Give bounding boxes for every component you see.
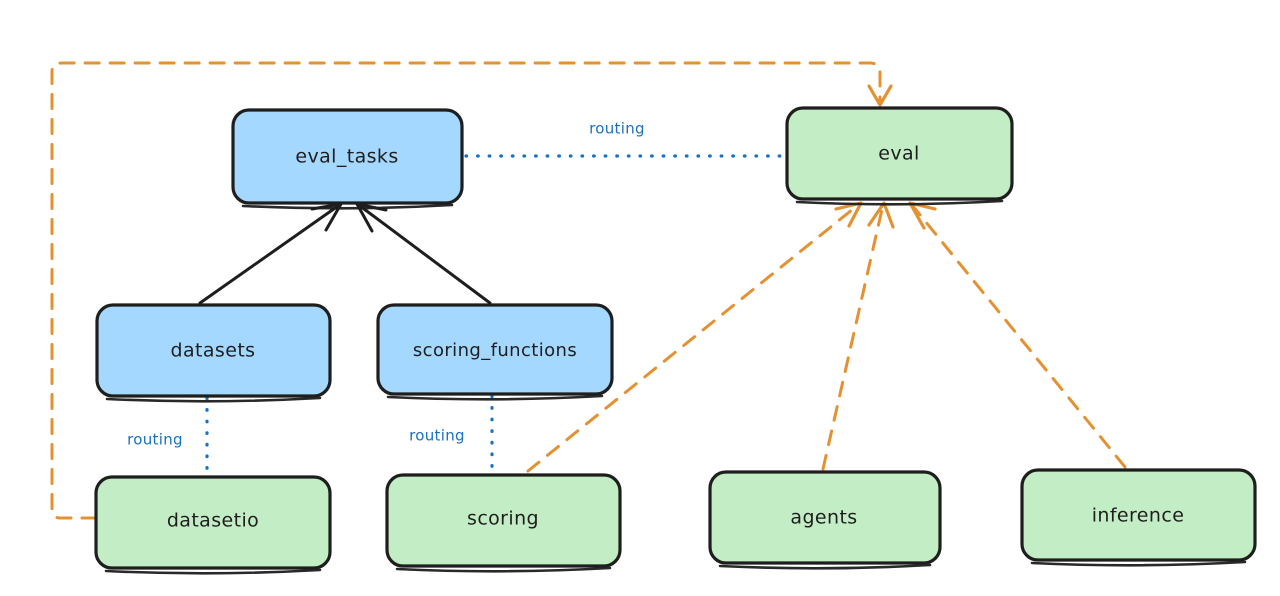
node-agents-shape bbox=[708, 470, 942, 565]
node-datasetio-shape bbox=[94, 475, 332, 570]
node-scoring-sketch-underline bbox=[395, 566, 612, 573]
node-datasets-shape bbox=[95, 303, 332, 398]
node-inference-label: inference bbox=[1092, 505, 1185, 527]
arrowhead-datasetio-eval bbox=[867, 84, 893, 107]
edge-label-routing-scoring_functions-scoring: routing bbox=[409, 427, 465, 445]
node-datasetio-sketch-underline bbox=[104, 568, 322, 575]
node-inference[interactable]: inference bbox=[1020, 468, 1257, 567]
node-scoring[interactable]: scoring bbox=[385, 473, 622, 573]
node-eval[interactable]: eval bbox=[785, 106, 1014, 206]
arrowhead-inference-eval bbox=[908, 201, 937, 230]
node-scoring-shape bbox=[385, 473, 622, 568]
routing-edges-group bbox=[205, 154, 789, 479]
node-agents-label: agents bbox=[790, 507, 857, 529]
node-scoring_functions-label: scoring_functions bbox=[413, 340, 577, 361]
node-agents-sketch-underline bbox=[718, 563, 932, 570]
inheritance-edges-group bbox=[198, 202, 492, 305]
node-eval-sketch-underline bbox=[795, 199, 1004, 206]
node-scoring_functions[interactable]: scoring_functions bbox=[376, 303, 614, 401]
node-scoring-label: scoring bbox=[467, 508, 539, 530]
node-scoring_functions-sketch-underline bbox=[386, 394, 604, 401]
node-datasets[interactable]: datasets bbox=[95, 303, 332, 403]
node-eval-label: eval bbox=[878, 143, 919, 165]
edge-label-routing-datasets-datasetio: routing bbox=[127, 431, 183, 449]
node-eval_tasks-label: eval_tasks bbox=[295, 146, 398, 168]
node-eval-shape bbox=[785, 106, 1014, 201]
edge-scoring_functions-to-eval_tasks[interactable] bbox=[355, 202, 492, 305]
edge-label-routing-eval_tasks-eval: routing bbox=[589, 120, 645, 138]
edge-datasets-to-eval_tasks[interactable] bbox=[198, 202, 343, 305]
node-inference-sketch-underline bbox=[1030, 560, 1247, 567]
node-scoring_functions-shape bbox=[376, 303, 614, 396]
node-eval_tasks[interactable]: eval_tasks bbox=[231, 108, 464, 210]
node-eval_tasks-sketch-underline bbox=[241, 203, 454, 210]
edge-datasetio-to-eval[interactable] bbox=[50, 61, 893, 520]
node-inference-shape bbox=[1020, 468, 1257, 562]
node-datasets-label: datasets bbox=[171, 340, 256, 362]
node-eval_tasks-shape bbox=[231, 108, 464, 205]
edge-labels-group: routing routing routing bbox=[127, 120, 645, 449]
edge-inference-to-eval[interactable] bbox=[908, 201, 1127, 469]
node-datasetio-label: datasetio bbox=[167, 510, 259, 532]
node-agents[interactable]: agents bbox=[708, 470, 942, 570]
edge-agents-to-eval[interactable] bbox=[821, 201, 895, 471]
node-datasets-sketch-underline bbox=[105, 396, 322, 403]
node-datasetio[interactable]: datasetio bbox=[94, 475, 332, 575]
